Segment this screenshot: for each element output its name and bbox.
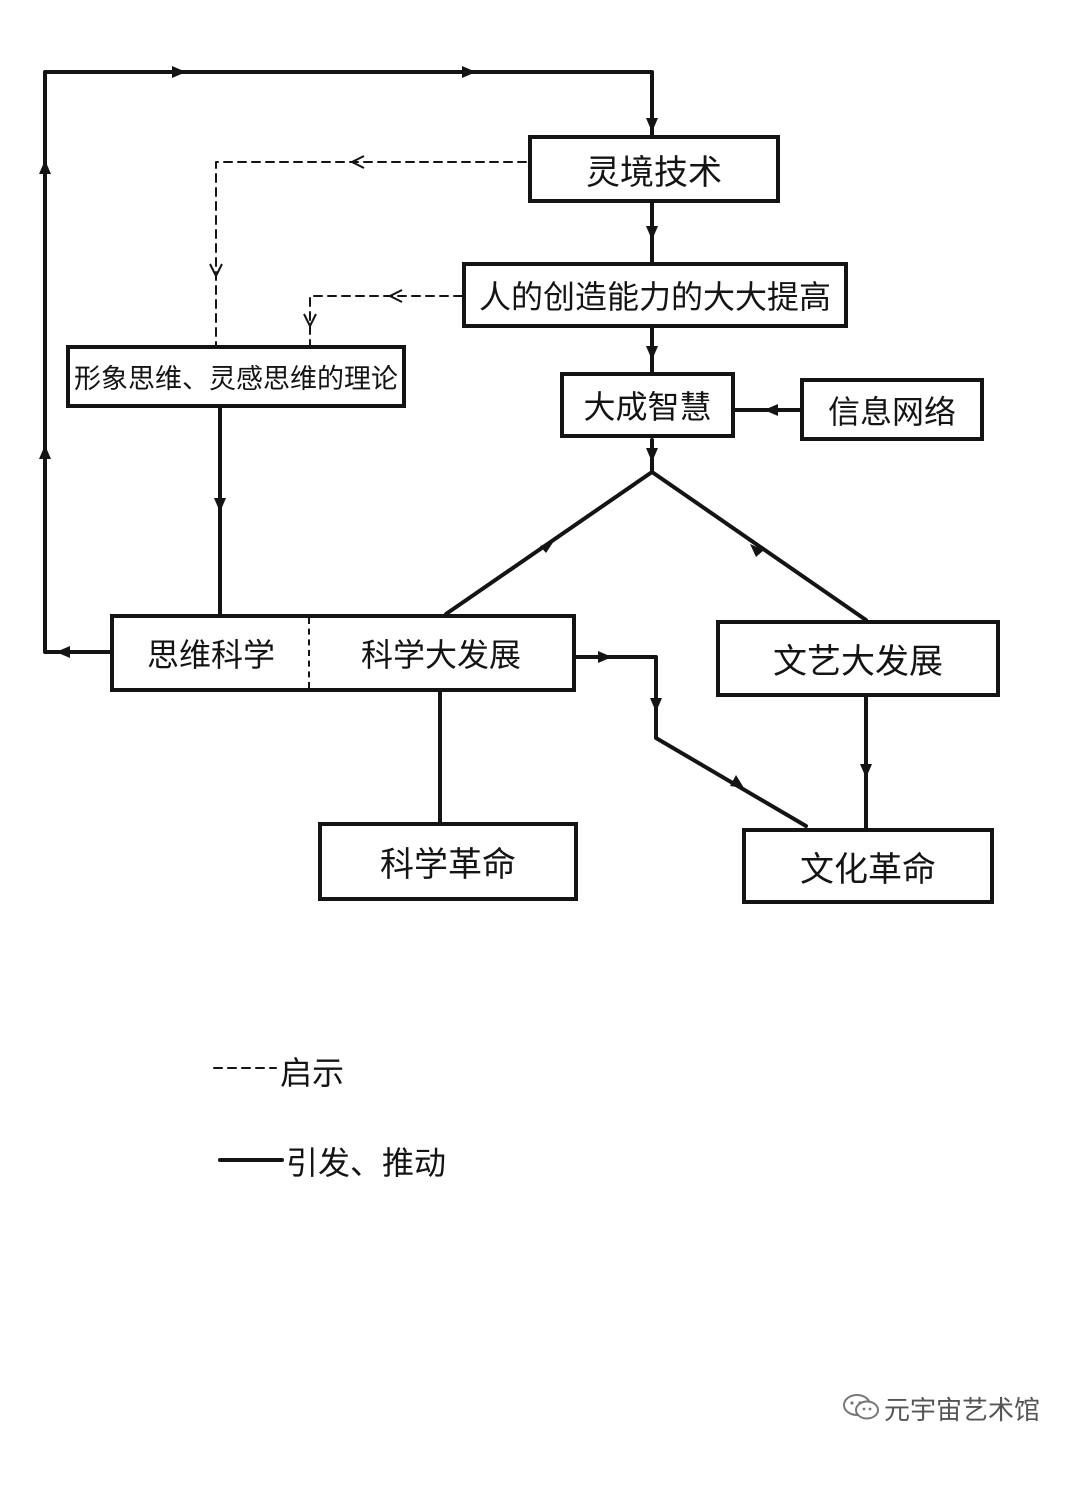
arrow-loop-up-1 — [39, 160, 51, 174]
node-theory-label: 形象思维、灵感思维的理论 — [74, 364, 398, 395]
arrow-dashed-left-1 — [349, 155, 365, 169]
arrow-dashed-left-2 — [387, 289, 403, 303]
node-kexue-dafazhan: 科学大发展 — [310, 618, 572, 688]
node-kexue-geming-label: 科学革命 — [380, 845, 516, 885]
node-xinxi-wangluo-label: 信息网络 — [827, 392, 956, 431]
arrow-dashed-down-2 — [303, 313, 317, 329]
arrow-dashed-down-1 — [209, 263, 223, 279]
node-siwei-kexue-label: 思维科学 — [146, 636, 275, 674]
node-xinxi-wangluo: 信息网络 — [800, 378, 984, 441]
arrow-into-lingjing — [646, 118, 658, 132]
node-creativity: 人的创造能力的大大提高 — [462, 262, 848, 328]
node-siwei-kexue: 思维科学 — [114, 618, 310, 688]
node-dacheng-zhihui: 大成智慧 — [560, 372, 735, 438]
arrow-theory-down — [214, 498, 226, 512]
arrow-to-arts — [750, 544, 764, 557]
arrow-science-down-bend — [650, 698, 662, 712]
dashed-edge-creativity-to-theory — [309, 295, 463, 346]
arrow-to-science — [540, 541, 554, 553]
arrow-loop-right-2 — [462, 66, 476, 78]
wechat-icon — [843, 1394, 879, 1420]
arrow-to-wenhua-diag — [730, 775, 744, 788]
node-theory: 形象思维、灵感思维的理论 — [66, 345, 406, 408]
node-wenhua-geming: 文化革命 — [742, 828, 994, 904]
node-kexue-dafazhan-label: 科学大发展 — [360, 636, 521, 674]
node-wenyi-dafazhan-label: 文艺大发展 — [773, 642, 943, 682]
legend-solid-label: 引发、推动 — [286, 1144, 447, 1182]
arrow-dacheng-stem — [646, 448, 658, 462]
node-lingjing-jishu-label: 灵境技术 — [586, 152, 722, 193]
node-kexue-geming: 科学革命 — [318, 822, 578, 901]
node-wenyi-dafazhan: 文艺大发展 — [716, 620, 1000, 697]
arrow-science-right — [598, 651, 612, 663]
arrow-into-creativity — [646, 226, 658, 240]
arrow-into-siwei — [56, 646, 70, 658]
arrow-into-dacheng — [646, 346, 658, 360]
edge-dacheng-to-arts — [650, 470, 868, 622]
arrow-xinxi-left — [764, 404, 778, 416]
arrow-loop-right-1 — [172, 66, 186, 78]
node-wenhua-geming-label: 文化革命 — [800, 849, 936, 890]
node-creativity-label: 人的创造能力的大大提高 — [478, 278, 831, 316]
legend-dashed-label: 启示 — [280, 1054, 345, 1092]
dashed-edge-lingjing-to-theory — [215, 161, 527, 346]
watermark-label: 元宇宙艺术馆 — [884, 1396, 1041, 1426]
node-lingjing-jishu: 灵境技术 — [528, 135, 780, 203]
edge-science-to-wenhua-geming — [574, 655, 808, 828]
arrow-loop-up-2 — [39, 445, 51, 459]
node-science-block: 思维科学 科学大发展 — [110, 614, 576, 692]
node-dacheng-zhihui-label: 大成智慧 — [583, 388, 712, 426]
arrow-arts-down — [860, 764, 872, 778]
